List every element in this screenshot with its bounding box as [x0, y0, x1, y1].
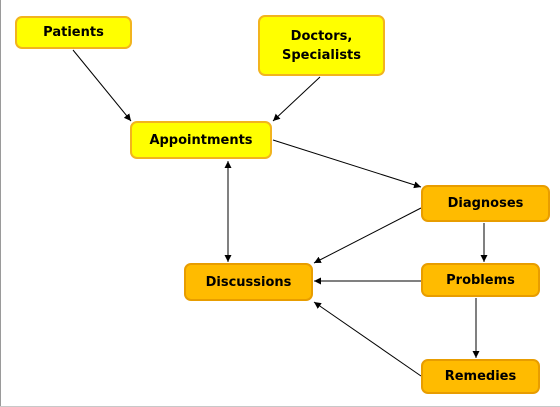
node-doctors-specialists[interactable]: Doctors, Specialists	[258, 15, 385, 76]
node-discussions[interactable]: Discussions	[184, 263, 313, 301]
node-patients-label: Patients	[43, 25, 104, 40]
edge-patients-to-appointments	[72, 49, 132, 122]
node-doctors-specialists-label: Doctors, Specialists	[281, 28, 362, 63]
node-appointments[interactable]: Appointments	[130, 121, 272, 159]
edge-diagnoses-to-discussions	[313, 207, 422, 264]
edge-doctors-to-appointments	[272, 76, 321, 122]
node-patients[interactable]: Patients	[15, 16, 132, 49]
node-problems[interactable]: Problems	[421, 263, 540, 297]
edge-remedies-to-discussions	[313, 301, 422, 377]
node-diagnoses-label: Diagnoses	[447, 196, 524, 211]
node-diagnoses[interactable]: Diagnoses	[421, 185, 550, 222]
node-appointments-label: Appointments	[149, 132, 253, 148]
node-remedies-label: Remedies	[444, 369, 517, 384]
edge-appointments-to-diagnoses	[272, 139, 422, 189]
node-remedies[interactable]: Remedies	[421, 359, 540, 394]
node-discussions-label: Discussions	[205, 274, 292, 290]
canvas-left-border	[0, 0, 1, 407]
node-problems-label: Problems	[446, 272, 515, 288]
